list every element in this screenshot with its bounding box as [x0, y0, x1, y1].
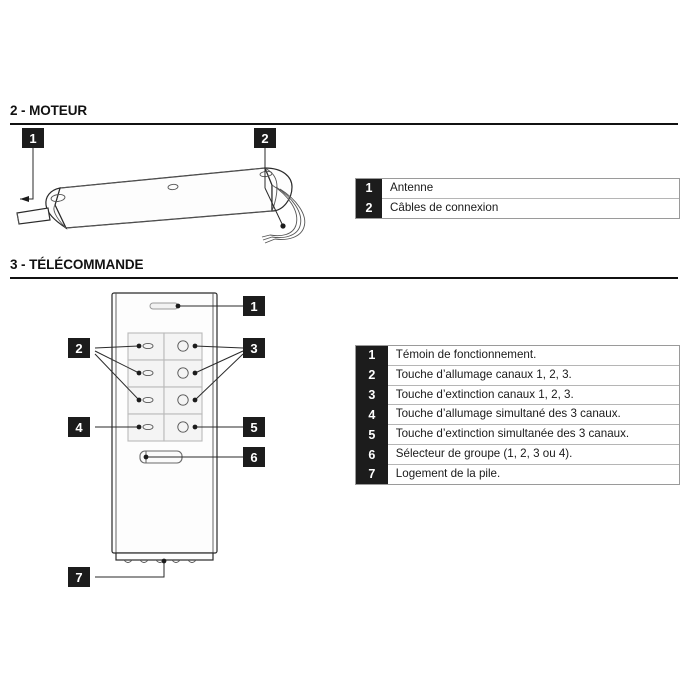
section-rule-motor [10, 123, 678, 125]
legend-row: 5 Touche d’extinction simultanée des 3 c… [356, 424, 679, 446]
section-heading-remote: 3 - TÉLÉCOMMANDE [10, 257, 144, 272]
legend-rows-remote: 1 Témoin de fonctionnement. 2 Touche d’a… [356, 346, 679, 484]
callout-badge-motor-1: 1 [22, 128, 44, 148]
legend-number: 2 [356, 198, 382, 218]
callout-badge-remote-3: 3 [243, 338, 265, 358]
legend-rows-motor: 1 Antenne 2 Câbles de connexion [356, 179, 679, 218]
callout-badge-remote-4: 4 [68, 417, 90, 437]
legend-number: 4 [356, 404, 388, 426]
legend-number: 7 [356, 464, 388, 484]
legend-row: 2 Touche d’allumage canaux 1, 2, 3. [356, 365, 679, 386]
legend-text: Touche d’allumage simultané des 3 canaux… [387, 404, 679, 426]
legend-row: 2 Câbles de connexion [356, 198, 679, 218]
tubular-motor-diagram [16, 137, 306, 244]
legend-text: Touche d’extinction canaux 1, 2, 3. [387, 385, 679, 406]
legend-table-remote: 1 Témoin de fonctionnement. 2 Touche d’a… [355, 345, 680, 485]
remote-control-diagram [94, 292, 244, 578]
callout-badge-motor-2: 2 [254, 128, 276, 148]
section-heading-motor: 2 - MOTEUR [10, 103, 88, 118]
legend-table-motor: 1 Antenne 2 Câbles de connexion [355, 178, 680, 219]
legend-row: 4 Touche d’allumage simultané des 3 cana… [356, 404, 679, 426]
legend-row: 3 Touche d’extinction canaux 1, 2, 3. [356, 385, 679, 406]
legend-text: Témoin de fonctionnement. [387, 346, 679, 366]
legend-text: Logement de la pile. [395, 466, 501, 480]
callout-badge-remote-5: 5 [243, 417, 265, 437]
legend-number: 3 [356, 385, 388, 406]
callout-badge-remote-2: 2 [68, 338, 90, 358]
legend-number: 2 [356, 365, 388, 386]
legend-row: 1 Antenne [356, 179, 679, 199]
callout-badge-remote-7: 7 [68, 567, 90, 587]
legend-number: 5 [356, 424, 388, 446]
legend-text: Touche d’extinction simultanée des 3 can… [387, 424, 679, 446]
legend-text: Touche d’allumage canaux 1, 2, 3. [387, 365, 679, 386]
legend-row: 7 Logement de la pile. [356, 464, 679, 484]
legend-text: Câbles de connexion [390, 200, 499, 214]
legend-number: 1 [356, 346, 388, 366]
legend-text: Sélecteur de groupe (1, 2, 3 ou 4). [387, 444, 679, 465]
legend-number: 6 [356, 444, 388, 465]
legend-row: 6 Sélecteur de groupe (1, 2, 3 ou 4). [356, 444, 679, 465]
legend-row: 1 Témoin de fonctionnement. [356, 346, 679, 366]
legend-text: Antenne [382, 179, 679, 199]
callout-badge-remote-6: 6 [243, 447, 265, 467]
section-rule-remote [10, 277, 678, 279]
legend-number: 1 [356, 179, 382, 199]
callout-badge-remote-1: 1 [243, 296, 265, 316]
